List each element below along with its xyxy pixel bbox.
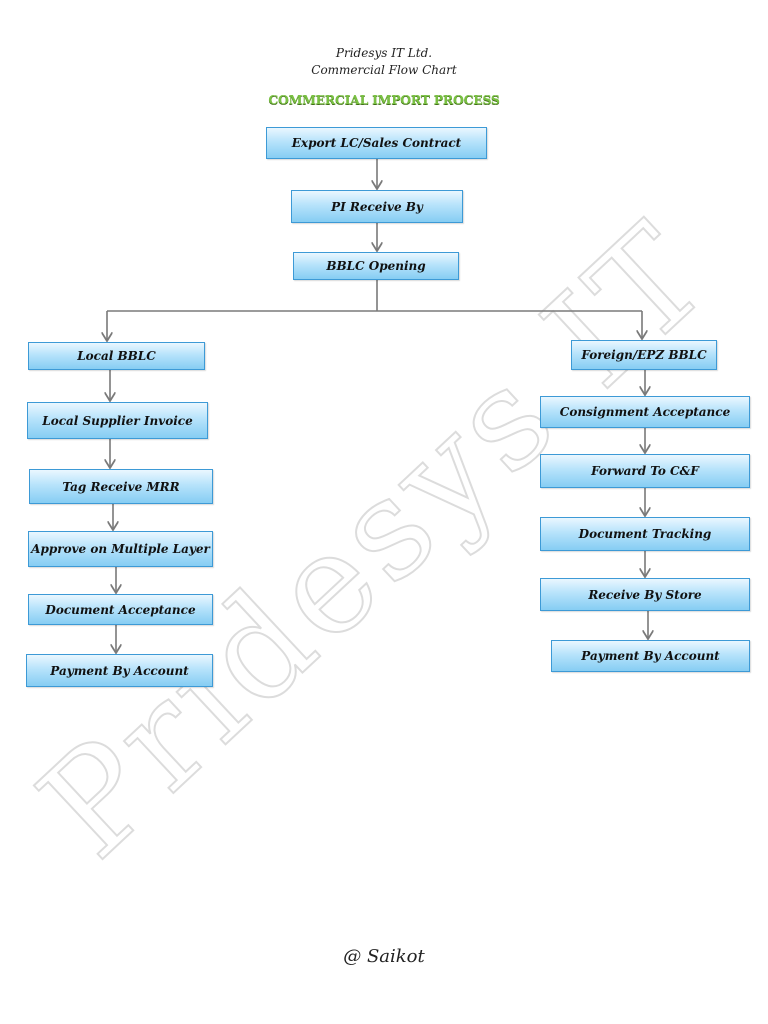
company-name: Pridesys IT Ltd. bbox=[335, 46, 433, 60]
box-foreign-epz-bblc: Foreign/EPZ BBLC bbox=[571, 340, 717, 370]
box-document-tracking: Document Tracking bbox=[540, 517, 750, 551]
box-approve-multiple-layer: Approve on Multiple Layer bbox=[28, 531, 213, 567]
box-bblc-opening: BBLC Opening bbox=[293, 252, 459, 280]
box-receive-by-store: Receive By Store bbox=[540, 578, 750, 611]
box-forward-cf: Forward To C&F bbox=[540, 454, 750, 488]
box-export-lc: Export LC/Sales Contract bbox=[266, 127, 487, 159]
box-local-payment: Payment By Account bbox=[26, 654, 213, 687]
box-foreign-payment: Payment By Account bbox=[551, 640, 750, 672]
process-title: COMMERCIAL IMPORT PROCESS bbox=[268, 92, 500, 107]
chart-subtitle: Commercial Flow Chart bbox=[311, 63, 457, 77]
box-document-acceptance: Document Acceptance bbox=[28, 594, 213, 625]
box-local-supplier-invoice: Local Supplier Invoice bbox=[27, 402, 208, 439]
box-tag-receive-mrr: Tag Receive MRR bbox=[29, 469, 213, 504]
signature: @ Saikot bbox=[343, 946, 425, 967]
box-pi-receive: PI Receive By bbox=[291, 190, 463, 223]
box-local-bblc: Local BBLC bbox=[28, 342, 205, 370]
box-consignment-acceptance: Consignment Acceptance bbox=[540, 396, 750, 428]
